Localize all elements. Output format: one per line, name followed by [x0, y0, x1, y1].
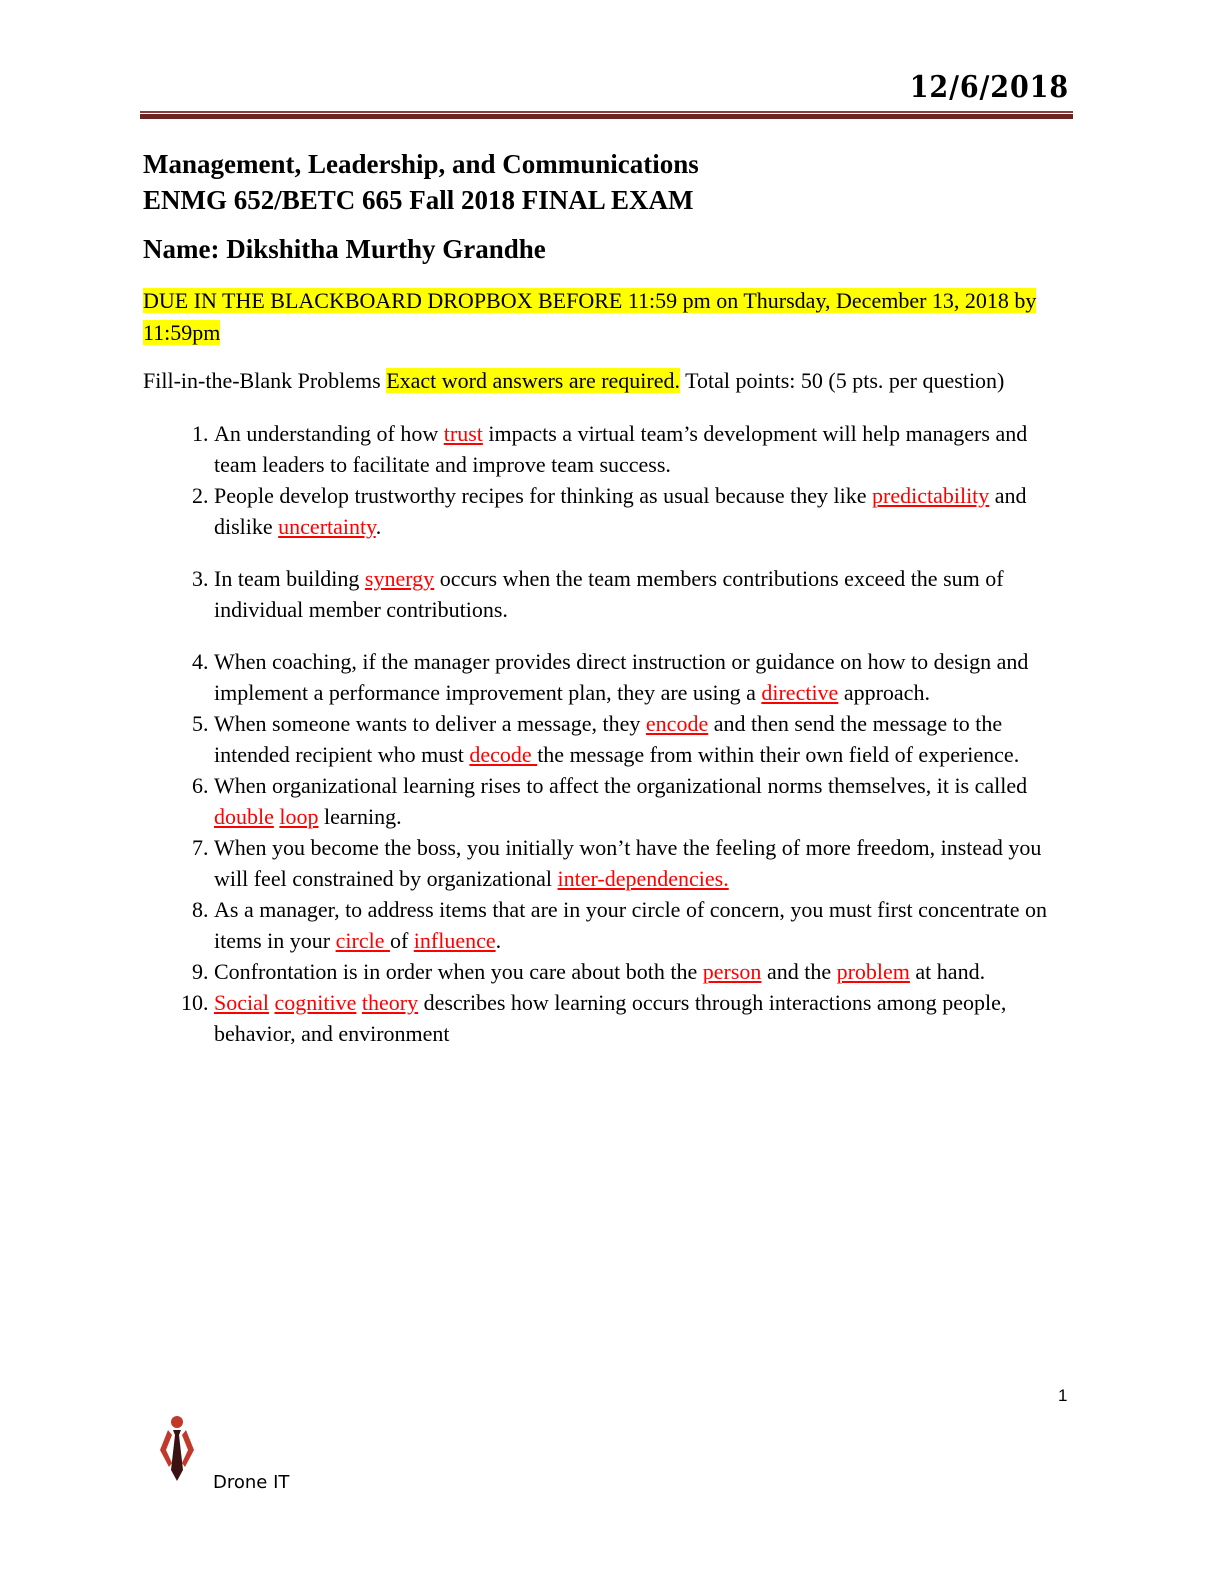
- question-item: When coaching, if the manager provides d…: [214, 646, 1069, 708]
- question-text: When organizational learning rises to af…: [214, 773, 1028, 798]
- document-body: Management, Leadership, and Communicatio…: [143, 146, 1073, 1049]
- question-text: learning.: [318, 804, 402, 829]
- answer-text: cognitive: [274, 990, 357, 1015]
- question-item: When you become the boss, you initially …: [214, 832, 1069, 894]
- answer-text: synergy: [364, 566, 435, 591]
- question-text: In team building: [214, 566, 365, 591]
- question-text: of: [389, 928, 414, 953]
- header-rule-thick: [140, 114, 1073, 119]
- instructions-suffix: Total points: 50 (5 pts. per question): [680, 368, 1005, 393]
- question-text: Confrontation is in order when you care …: [214, 959, 703, 984]
- answer-text: problem: [836, 959, 910, 984]
- question-item: Social cognitive theory describes how le…: [214, 987, 1069, 1049]
- answer-text: theory: [361, 990, 419, 1015]
- page-number: 1: [1058, 1386, 1068, 1405]
- question-text: When someone wants to deliver a message,…: [214, 711, 646, 736]
- drone-it-logo-icon: [160, 1416, 194, 1481]
- question-text: describes how learning occurs through in…: [214, 990, 1007, 1046]
- question-item: Confrontation is in order when you care …: [214, 956, 1069, 987]
- brand-name: Drone IT: [213, 1472, 290, 1493]
- question-item: When someone wants to deliver a message,…: [214, 708, 1069, 770]
- instructions: Fill-in-the-Blank Problems Exact word an…: [143, 365, 1073, 396]
- question-text: impacts a virtual team’s development wil…: [214, 421, 1028, 477]
- answer-text: person: [702, 959, 762, 984]
- question-text: An understanding of how: [214, 421, 444, 446]
- question-item: People develop trustworthy recipes for t…: [214, 480, 1069, 542]
- question-item: An understanding of how trust impacts a …: [214, 418, 1069, 480]
- answer-text: influence: [413, 928, 496, 953]
- question-text: at hand.: [909, 959, 986, 984]
- question-text: When you become the boss, you initially …: [214, 835, 1042, 891]
- answer-text: trust: [443, 421, 483, 446]
- instructions-highlight: Exact word answers are required.: [386, 368, 681, 393]
- question-item: When organizational learning rises to af…: [214, 770, 1069, 832]
- header-rule-thin: [140, 111, 1073, 113]
- answer-text: circle: [335, 928, 390, 953]
- title-line-2: ENMG 652/BETC 665 Fall 2018 FINAL EXAM: [143, 185, 694, 215]
- question-text: .: [375, 514, 382, 539]
- question-text: occurs when the team members contributio…: [214, 566, 1004, 622]
- question-text: the message from within their own field …: [537, 742, 1020, 767]
- answer-text: directive: [761, 680, 839, 705]
- question-item: In team building synergy occurs when the…: [214, 563, 1069, 625]
- answer-text: encode: [645, 711, 709, 736]
- question-text: As a manager, to address items that are …: [214, 897, 1047, 953]
- question-text: People develop trustworthy recipes for t…: [214, 483, 872, 508]
- answer-text: double: [214, 804, 274, 829]
- answer-text: decode: [469, 742, 538, 767]
- question-item: As a manager, to address items that are …: [214, 894, 1069, 956]
- instructions-prefix: Fill-in-the-Blank Problems: [143, 368, 387, 393]
- question-text: .: [495, 928, 502, 953]
- answer-text: inter-dependencies.: [557, 866, 729, 891]
- question-text: and dislike: [214, 483, 1027, 539]
- header-date: 12/6/2018: [909, 70, 1069, 105]
- due-notice-text: DUE IN THE BLACKBOARD DROPBOX BEFORE 11:…: [143, 288, 1037, 345]
- answer-text: predictability: [872, 483, 990, 508]
- student-name: Name: Dikshitha Murthy Grandhe: [143, 234, 546, 264]
- question-text: and the: [761, 959, 837, 984]
- answer-text: Social: [214, 990, 269, 1015]
- document-title: Management, Leadership, and Communicatio…: [143, 146, 1073, 218]
- question-text: approach.: [838, 680, 930, 705]
- due-notice: DUE IN THE BLACKBOARD DROPBOX BEFORE 11:…: [143, 285, 1073, 349]
- answer-text: loop: [279, 804, 319, 829]
- answer-text: uncertainty: [278, 514, 376, 539]
- question-text: When coaching, if the manager provides d…: [214, 649, 1029, 705]
- question-text: and then send the message to the intende…: [214, 711, 1003, 767]
- title-line-1: Management, Leadership, and Communicatio…: [143, 149, 699, 179]
- question-list: An understanding of how trust impacts a …: [143, 418, 1069, 1049]
